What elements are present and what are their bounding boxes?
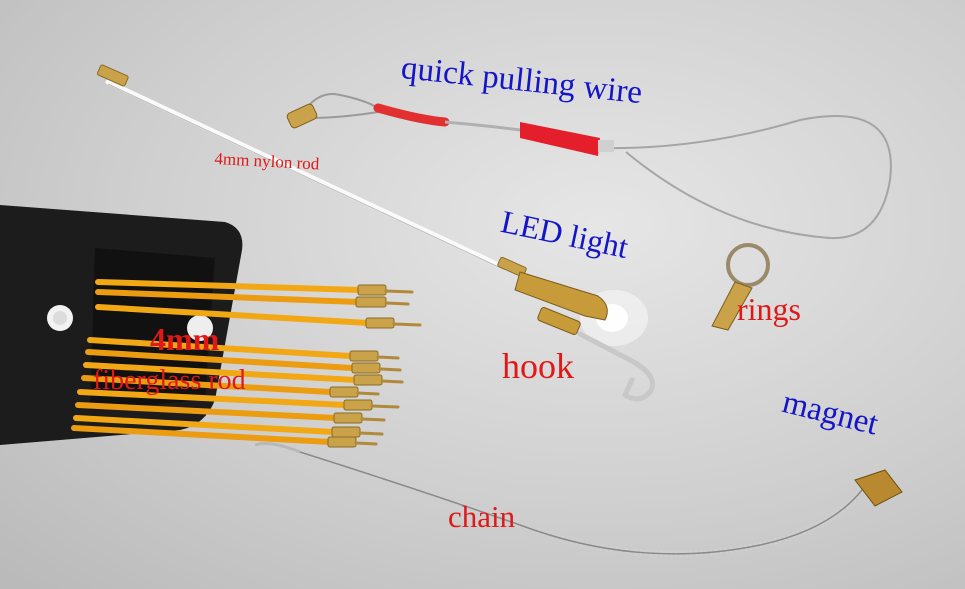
label-4mm: 4mm	[150, 321, 220, 357]
label-fiberglass-rod: fiberglass rod	[93, 365, 246, 396]
fiberglass-rods	[71, 279, 371, 445]
label-hook: hook	[502, 346, 574, 386]
chain	[254, 442, 865, 557]
label-rings: rings	[737, 291, 801, 327]
nylon-rod	[96, 64, 527, 278]
quick-pulling-wire	[286, 93, 892, 240]
magnet	[854, 469, 903, 507]
hook	[537, 307, 655, 402]
rod-pin-ends	[354, 289, 422, 446]
key-rings	[711, 243, 770, 331]
rod-brass-tips	[327, 284, 395, 448]
led-light	[514, 271, 648, 346]
label-chain: chain	[448, 499, 516, 534]
